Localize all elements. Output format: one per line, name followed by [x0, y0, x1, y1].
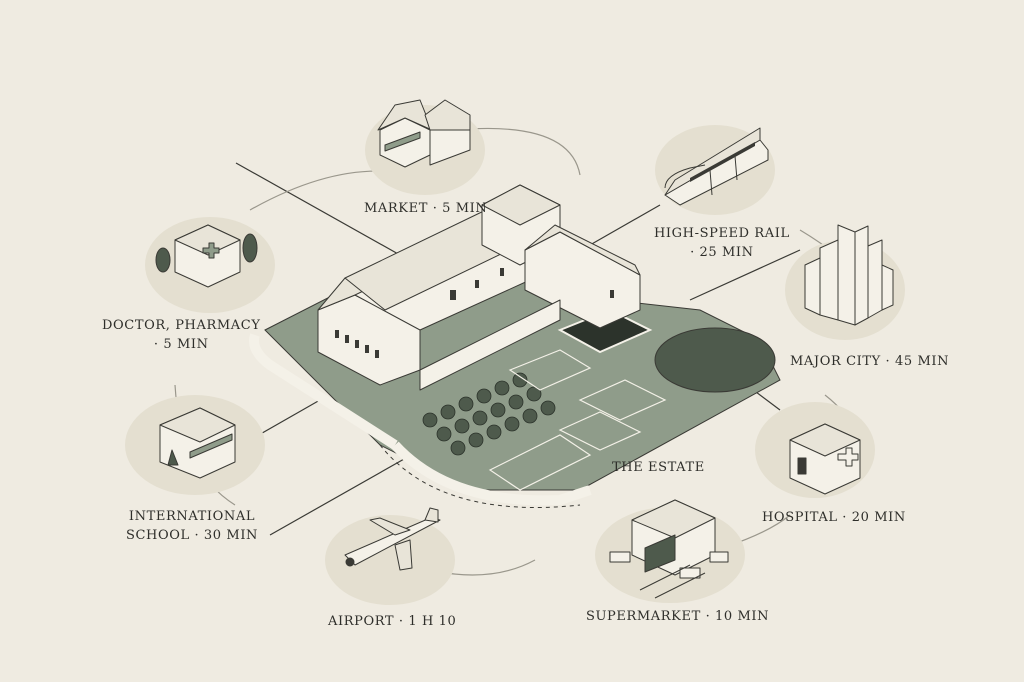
hospital-label: HOSPITAL · 20 MIN: [762, 508, 906, 527]
rail-label-line-1: HIGH-SPEED RAIL: [654, 226, 790, 241]
supermarket-label-line: SUPERMARKET · 10 MIN: [586, 609, 770, 624]
train-icon: [664, 127, 769, 206]
city-label-line: MAJOR CITY · 45 MIN: [790, 354, 950, 369]
school-label-line-1: INTERNATIONAL: [128, 509, 256, 524]
hospital-icon: [789, 423, 861, 495]
estate-buildings: [317, 184, 641, 391]
doctor-label: DOCTOR, PHARMACY · 5 MIN: [102, 316, 261, 354]
supermarket-label: SUPERMARKET · 10 MIN: [586, 607, 769, 626]
estate-label-text: THE ESTATE: [612, 460, 705, 475]
city-label: MAJOR CITY · 45 MIN: [790, 352, 949, 371]
airport-label: AIRPORT · 1 H 10: [328, 612, 456, 631]
doctor-label-line-2: · 5 MIN: [153, 337, 209, 352]
rail-label: HIGH-SPEED RAIL · 25 MIN: [654, 224, 790, 262]
estate-label: THE ESTATE: [612, 458, 705, 477]
market-stall-icon: [377, 99, 471, 168]
school-label-line-2: SCHOOL · 30 MIN: [126, 528, 259, 543]
school-icon: [159, 407, 236, 479]
hospital-label-line: HOSPITAL · 20 MIN: [762, 510, 906, 525]
school-label: INTERNATIONAL SCHOOL · 30 MIN: [126, 507, 258, 545]
market-label: MARKET · 5 MIN: [364, 199, 487, 218]
doctor-label-line-1: DOCTOR, PHARMACY: [102, 318, 261, 333]
airport-label-line: AIRPORT · 1 H 10: [328, 614, 457, 629]
airplane-icon: [344, 507, 441, 571]
supermarket-icon: [609, 499, 729, 599]
skyscrapers-icon: [804, 224, 894, 326]
market-label-line: MARKET · 5 MIN: [364, 201, 488, 216]
rail-label-line-2: · 25 MIN: [690, 245, 754, 260]
pharmacy-icon: [155, 224, 258, 288]
